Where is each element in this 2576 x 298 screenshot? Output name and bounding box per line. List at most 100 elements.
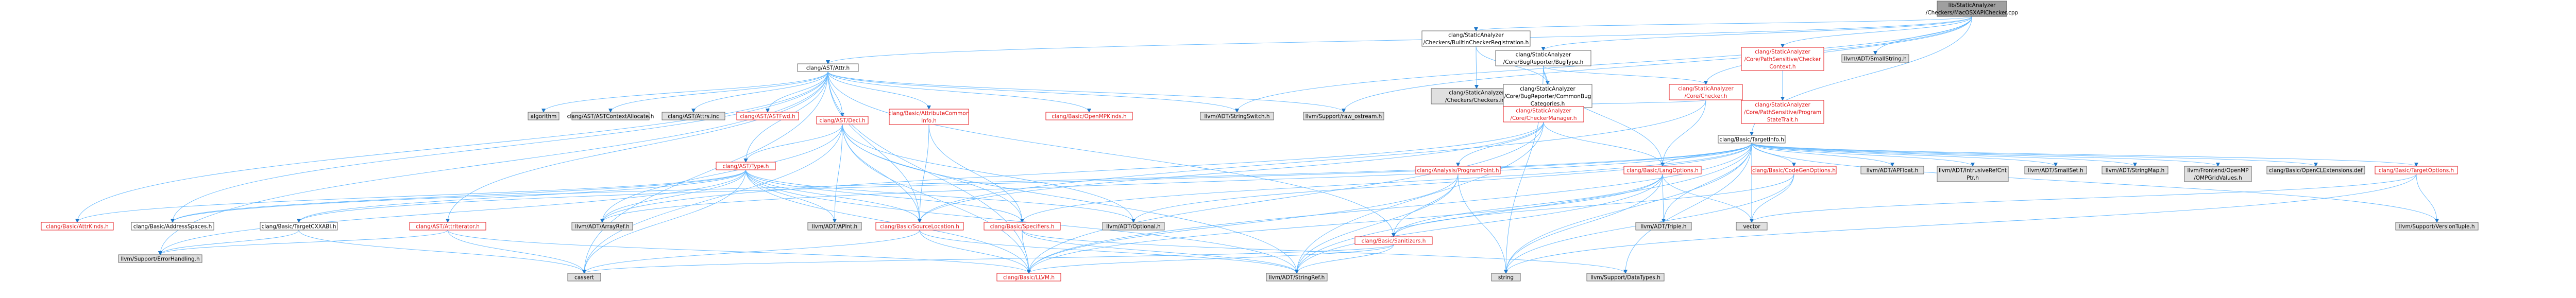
node-versiontuple[interactable]: llvm/Support/VersionTuple.h <box>2395 222 2479 231</box>
edge-type-to-errorhandling <box>158 169 746 255</box>
node-label-langopts: clang/Basic/LangOptions.h <box>1626 167 1698 173</box>
edge-type-to-addrspaces <box>171 169 746 223</box>
node-raw_ostream[interactable]: llvm/Support/raw_ostream.h <box>1303 112 1384 120</box>
edge-targetinfo-to-optional <box>1131 143 1752 223</box>
node-box-builtin <box>1421 30 1531 47</box>
node-attriter[interactable]: clang/AST/AttrIterator.h <box>409 222 486 231</box>
node-specifiers[interactable]: clang/Basic/Specifiers.h <box>984 222 1061 231</box>
node-box-cassert <box>567 273 601 282</box>
node-label-checker_h: clang/StaticAnalyzer <box>1678 86 1734 92</box>
node-progstate[interactable]: clang/StaticAnalyzer/Core/PathSensitive/… <box>1741 100 1824 124</box>
node-targetopts[interactable]: clang/Basic/TargetOptions.h <box>2375 166 2458 174</box>
node-box-stringmap <box>2102 166 2168 174</box>
edge-targetinfo-to-openmpfe <box>1751 143 2220 167</box>
node-srcloc[interactable]: clang/Basic/SourceLocation.h <box>875 222 964 231</box>
node-optional[interactable]: llvm/ADT/Optional.h <box>1102 222 1165 231</box>
node-label-string: string <box>1498 274 1514 281</box>
node-label-apfloat: llvm/ADT/APFloat.h <box>1867 167 1918 173</box>
node-errorhandling[interactable]: llvm/Support/ErrorHandling.h <box>118 254 202 263</box>
node-string[interactable]: string <box>1491 273 1521 282</box>
edge-checkermgr-to-llvm_h <box>1027 121 1544 274</box>
edge-checkermgr-to-langopts <box>1543 121 1665 167</box>
node-smallstring[interactable]: llvm/ADT/SmallString.h <box>1841 54 1909 63</box>
edges-layer <box>75 16 2439 274</box>
node-root[interactable]: lib/StaticAnalyzer/Checkers/MacOSXAPIChe… <box>1926 1 2019 17</box>
edge-decl-to-apint <box>833 124 843 223</box>
edge-langopts-to-vector <box>1662 173 1754 223</box>
node-type[interactable]: clang/AST/Type.h <box>716 162 776 170</box>
edge-codegenopts-to-sanitizers <box>1392 173 1794 237</box>
node-label-openmp: clang/Basic/OpenMPKinds.h <box>1052 113 1126 119</box>
node-astctx[interactable]: clang/AST/ASTContextAllocate.h <box>567 112 654 120</box>
node-vector[interactable]: vector <box>1736 222 1768 231</box>
node-targetcxxabi[interactable]: clang/Basic/TargetCXXABI.h <box>260 222 338 231</box>
node-label-progpoint: clang/Analysis/ProgramPoint.h <box>1417 167 1499 173</box>
node-box-attrs_inc <box>662 112 725 120</box>
node-builtin[interactable]: clang/StaticAnalyzer/Checkers/BuiltinChe… <box>1421 30 1531 47</box>
node-stringref[interactable]: llvm/ADT/StringRef.h <box>1266 273 1328 282</box>
node-targetinfo[interactable]: clang/Basic/TargetInfo.h <box>1718 135 1786 144</box>
node-langopts[interactable]: clang/Basic/LangOptions.h <box>1623 166 1702 174</box>
node-label-openclext: clang/Basic/OpenCLExtensions.def <box>2269 167 2363 173</box>
node-progpoint[interactable]: clang/Analysis/ProgramPoint.h <box>1415 166 1501 174</box>
edge-targetinfo-to-specifiers <box>1020 143 1752 223</box>
node-label-decl: clang/AST/Decl.h <box>819 117 865 124</box>
edge-type-to-srcloc <box>745 169 922 223</box>
node-checker_h[interactable]: clang/StaticAnalyzer/Core/Checker.h <box>1669 84 1743 100</box>
node-openclext[interactable]: clang/Basic/OpenCLExtensions.def <box>2266 166 2365 174</box>
node-box-apint <box>807 222 862 231</box>
edge-root-to-ast <box>826 16 1972 64</box>
node-arrayref[interactable]: llvm/ADT/ArrayRef.h <box>571 222 633 231</box>
node-asttypes[interactable]: clang/AST/ASTFwd.h <box>736 112 799 120</box>
node-pathsens_ctx[interactable]: clang/StaticAnalyzer/Core/PathSensitive/… <box>1741 47 1824 71</box>
edge-ast-to-astctx <box>608 71 828 113</box>
node-checkermgr[interactable]: clang/StaticAnalyzer/Core/CheckerManager… <box>1503 106 1584 122</box>
node-ast[interactable]: clang/AST/Attr.h <box>797 63 859 72</box>
node-triple[interactable]: llvm/ADT/Triple.h <box>1635 222 1692 231</box>
node-sanitizers[interactable]: clang/Basic/Sanitizers.h <box>1354 236 1433 245</box>
node-datatypes[interactable]: llvm/Support/DataTypes.h <box>1586 273 1665 282</box>
node-commonbug[interactable]: clang/StaticAnalyzer/Core/BugReporter/Co… <box>1503 84 1592 108</box>
edge-targetcxxabi-to-cassert <box>298 230 586 274</box>
node-cassert[interactable]: cassert <box>567 273 601 282</box>
node-bugtype[interactable]: clang/StaticAnalyzer/Core/BugReporter/Bu… <box>1495 50 1591 66</box>
edge-srcloc-to-stringref <box>919 230 1299 274</box>
node-decl[interactable]: clang/AST/Decl.h <box>816 116 869 125</box>
node-addrspaces[interactable]: clang/Basic/AddressSpaces.h <box>131 222 214 231</box>
node-label-openmpfe: /OMPGridValues.h <box>2194 175 2242 181</box>
edge-targetcxxabi-to-errorhandling <box>158 230 299 255</box>
node-openmpfe[interactable]: llvm/Frontend/OpenMP/OMPGridValues.h <box>2184 166 2252 182</box>
node-openmp[interactable]: clang/Basic/OpenMPKinds.h <box>1045 112 1133 120</box>
edge-decl-to-arrayref <box>600 124 843 223</box>
node-box-progstate <box>1741 100 1824 124</box>
edge-sanitizers-to-cassert <box>582 244 1394 274</box>
node-attrs_inc[interactable]: clang/AST/Attrs.inc <box>662 112 725 120</box>
node-algorithm[interactable]: algorithm <box>528 112 560 120</box>
edge-ast-to-openmp <box>827 71 1091 113</box>
node-label-openmpfe: llvm/Frontend/OpenMP <box>2187 168 2248 174</box>
node-llvm_h[interactable]: clang/Basic/LLVM.h <box>996 273 1061 282</box>
node-smallset[interactable]: llvm/ADT/SmallSet.h <box>2024 166 2087 174</box>
node-codegenopts[interactable]: clang/Basic/CodeGenOptions.h <box>1751 166 1837 174</box>
node-label-versiontuple: llvm/Support/VersionTuple.h <box>2399 223 2475 230</box>
node-box-decl <box>816 116 869 125</box>
node-label-srcloc: clang/Basic/SourceLocation.h <box>880 223 959 230</box>
node-apfloat[interactable]: llvm/ADT/APFloat.h <box>1860 166 1924 174</box>
node-stringmap[interactable]: llvm/ADT/StringMap.h <box>2102 166 2168 174</box>
node-label-root: /Checkers/MacOSXAPIChecker.cpp <box>1926 10 2019 16</box>
node-apint[interactable]: llvm/ADT/APInt.h <box>807 222 862 231</box>
node-stringswitch[interactable]: llvm/ADT/StringSwitch.h <box>1200 112 1274 120</box>
edge-ast-to-sanitizers <box>827 71 1396 237</box>
edge-ast-to-attrs_inc <box>691 71 828 113</box>
node-attrkinds[interactable]: clang/Basic/AttrKinds.h <box>41 222 114 231</box>
node-box-srcloc <box>875 222 964 231</box>
node-box-stringref <box>1266 273 1328 282</box>
edge-bugtype-to-langopts <box>1543 65 1665 167</box>
node-label-algorithm: algorithm <box>531 113 557 119</box>
node-box-optional <box>1102 222 1165 231</box>
node-box-smallstring <box>1841 54 1909 63</box>
edge-builtin-to-checkers_inc <box>1474 46 1479 89</box>
node-label-bugtype: clang/StaticAnalyzer <box>1516 52 1571 58</box>
